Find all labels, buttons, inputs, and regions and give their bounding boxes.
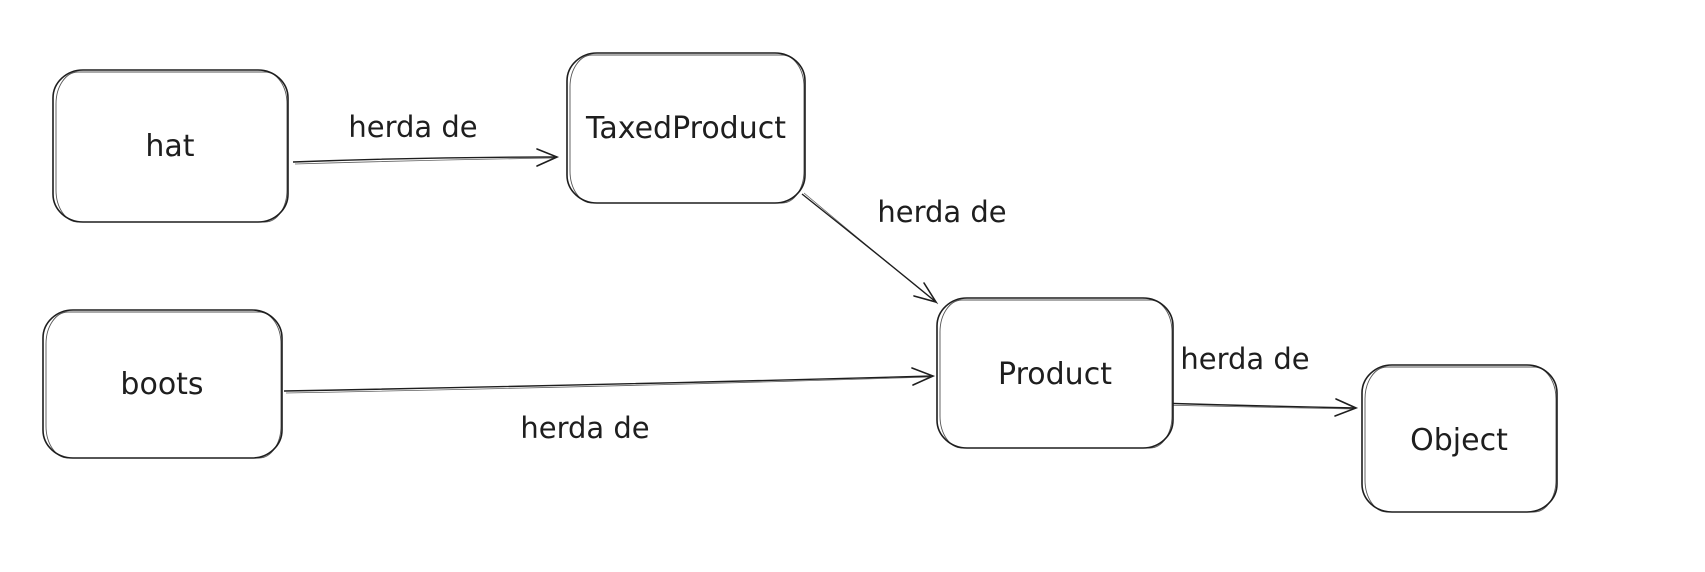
arrowhead-icon <box>1334 398 1359 417</box>
edge-line-echo <box>294 157 556 165</box>
node-label: Product <box>998 357 1112 392</box>
node-box-echo <box>45 311 282 459</box>
node-label: hat <box>145 129 194 164</box>
edge-line-echo <box>1156 404 1355 410</box>
edge-label: herda de <box>1180 342 1309 376</box>
edge-product-object[interactable]: herda de <box>1155 342 1359 417</box>
edge-taxedproduct-product[interactable]: herda de <box>801 192 1007 305</box>
node-hat[interactable]: hat <box>52 69 289 223</box>
node-box-echo <box>939 299 1173 449</box>
edge-line <box>1155 402 1357 409</box>
edge-label: herda de <box>348 110 477 144</box>
edge-line <box>283 375 934 392</box>
node-taxedproduct[interactable]: TaxedProduct <box>566 52 806 204</box>
edge-line-echo <box>803 192 939 305</box>
node-object[interactable]: Object <box>1361 364 1558 513</box>
edge-boots-product[interactable]: herda de <box>283 367 936 445</box>
edge-hat-taxedproduct[interactable]: herda de <box>292 110 560 167</box>
node-label: Object <box>1410 423 1508 458</box>
edge-line-echo <box>285 376 932 394</box>
node-boots[interactable]: boots <box>42 309 283 459</box>
node-box-echo <box>1364 366 1557 513</box>
edge-label: herda de <box>520 411 649 445</box>
arrowhead-icon <box>911 367 936 386</box>
edge-line <box>292 156 558 163</box>
edge-label: herda de <box>877 195 1006 229</box>
node-label: boots <box>120 367 203 402</box>
arrowhead-icon <box>913 282 938 304</box>
arrowhead-icon <box>536 148 560 167</box>
node-box-echo <box>569 54 805 204</box>
node-product[interactable]: Product <box>936 297 1174 449</box>
node-box-echo <box>55 71 288 223</box>
node-label: TaxedProduct <box>585 111 786 146</box>
